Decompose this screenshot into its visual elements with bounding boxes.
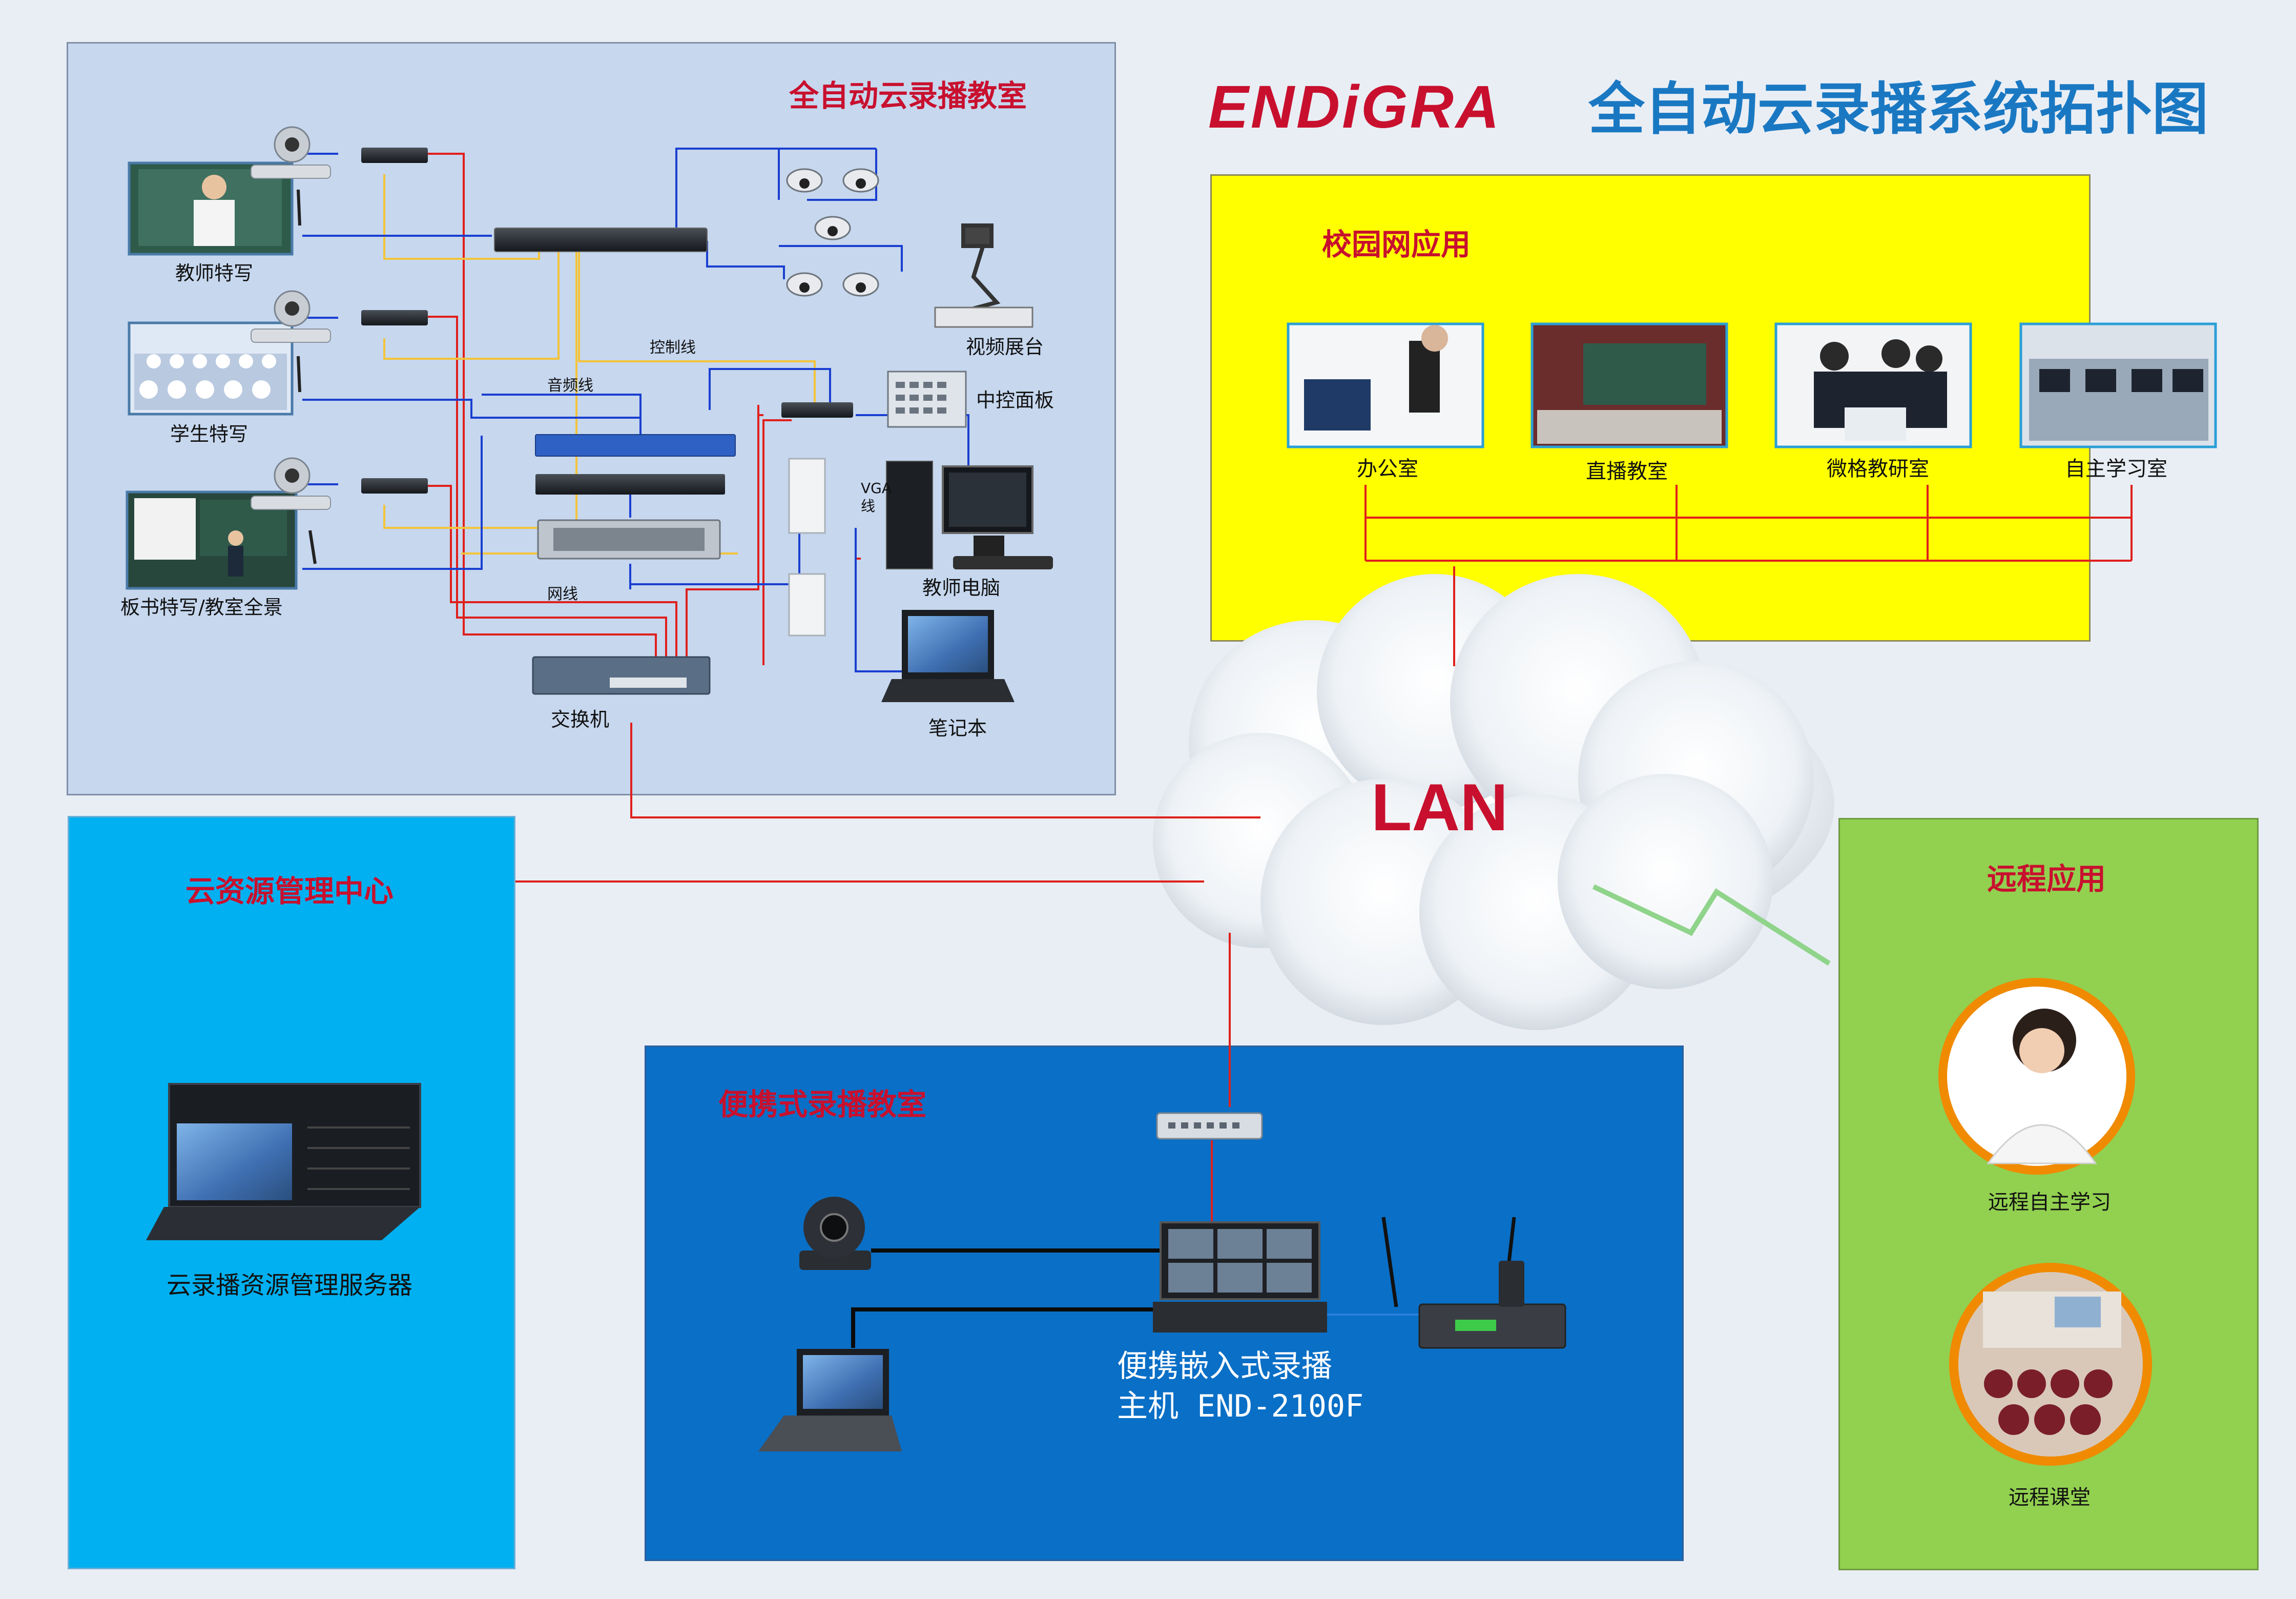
ptz-camera xyxy=(251,457,331,510)
audio-mixer xyxy=(535,474,725,495)
speaker xyxy=(788,573,826,637)
classroom-title: 全自动云录播教室 xyxy=(789,78,1027,113)
mic xyxy=(308,530,317,564)
network-line-label: 网线 xyxy=(547,585,578,603)
control-line-label: 控制线 xyxy=(650,339,696,357)
encoder-box xyxy=(361,148,428,163)
laptop-label: 笔记本 xyxy=(928,717,987,740)
control-panel-device xyxy=(887,371,967,428)
remote-self-study-photo xyxy=(1938,978,2135,1175)
teacher-pc-label: 教师电脑 xyxy=(922,577,1001,599)
office-photo xyxy=(1287,322,1484,448)
vga-line-label: VGA 线 xyxy=(861,480,892,515)
live-classroom-photo xyxy=(1530,322,1728,448)
remote-title: 远程应用 xyxy=(1987,862,2106,896)
audio-line-label: 音频线 xyxy=(547,377,593,395)
board-label: 板书特写/教室全景 xyxy=(120,596,283,619)
wireless-mic-receiver xyxy=(1381,1217,1566,1349)
lan-cloud xyxy=(1153,574,1834,1030)
campus-item-micro: 微格教研室 xyxy=(1827,457,1929,481)
ptz-camera xyxy=(251,290,331,343)
vga-splitter xyxy=(781,402,853,418)
self-study-photo xyxy=(2019,322,2217,448)
control-panel-label: 中控面板 xyxy=(976,389,1054,412)
teacher-pc-device xyxy=(886,461,1053,569)
portable-host-device xyxy=(1153,1221,1327,1332)
campus-item-selfstudy: 自主学习室 xyxy=(2065,457,2167,481)
classroom-laptop-device xyxy=(881,610,1015,702)
recording-host xyxy=(494,228,708,252)
switch-label: 交换机 xyxy=(551,708,610,731)
remote-classroom-photo xyxy=(1949,1263,2152,1466)
remote-item-self-study: 远程自主学习 xyxy=(1988,1191,2111,1214)
portable-laptop-device xyxy=(758,1349,902,1451)
student-closeup-label: 学生特写 xyxy=(170,423,249,445)
campus-item-live: 直播教室 xyxy=(1586,460,1668,483)
encoder-box xyxy=(361,478,428,494)
server-label: 云录播资源管理服务器 xyxy=(167,1271,413,1300)
encoder-box xyxy=(361,310,428,325)
cloud-center-title: 云资源管理中心 xyxy=(185,874,394,909)
page-title: 全自动云录播系统拓扑图 xyxy=(1588,76,2208,142)
board-camera-view xyxy=(126,490,298,590)
lan-label: LAN xyxy=(1371,770,1508,845)
portable-host-label-2: 主机 END-2100F xyxy=(1117,1388,1364,1424)
remote-item-classroom: 远程课堂 xyxy=(2009,1486,2091,1509)
teacher-closeup-label: 教师特写 xyxy=(175,262,254,284)
speaker xyxy=(788,458,826,534)
portable-switch-device xyxy=(1156,1112,1263,1140)
mic xyxy=(297,189,301,226)
micro-research-photo xyxy=(1774,322,1972,448)
audio-processor xyxy=(535,434,736,457)
portable-wiring xyxy=(851,1248,1163,1348)
visualizer-device xyxy=(934,223,1033,328)
portable-camera-device xyxy=(799,1197,871,1270)
ptz-camera xyxy=(251,126,331,179)
portable-title: 便携式录播教室 xyxy=(718,1087,927,1122)
brand-logo: ENDiGRA xyxy=(1208,73,1502,141)
network-lines xyxy=(515,485,2133,1230)
classroom-blue-wiring xyxy=(279,148,969,672)
network-switch-device xyxy=(532,656,711,695)
portable-host-label-1: 便携嵌入式录播 xyxy=(1117,1348,1332,1384)
dome-cameras xyxy=(786,168,879,297)
campus-title: 校园网应用 xyxy=(1322,227,1471,262)
resource-server-device xyxy=(146,1083,421,1240)
visualizer-label: 视频展台 xyxy=(966,336,1044,358)
remote-link xyxy=(1592,884,1831,966)
campus-item-office: 办公室 xyxy=(1357,457,1418,481)
mic xyxy=(297,356,301,393)
